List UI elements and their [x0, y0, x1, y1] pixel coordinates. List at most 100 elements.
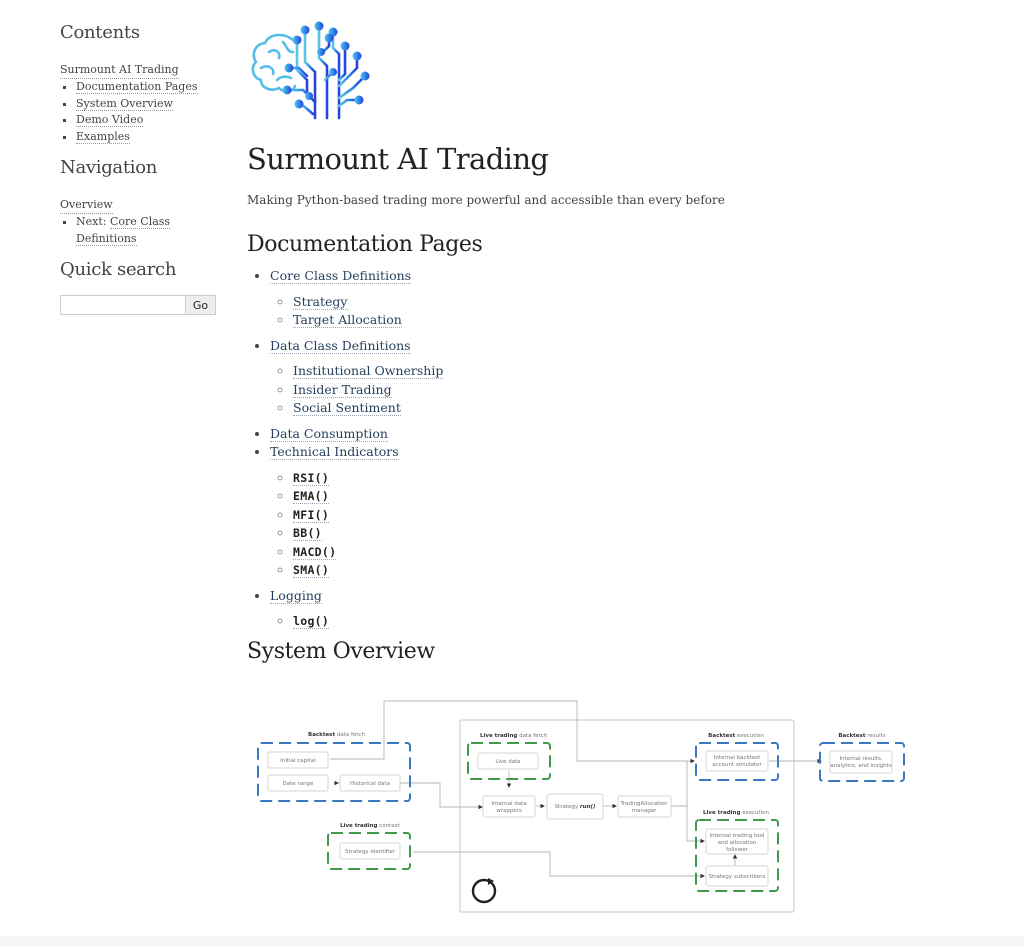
group-label-live-context: Live trading context	[340, 823, 401, 829]
doc-link-ema[interactable]: EMA()	[293, 488, 330, 504]
contents-item: Demo Video	[76, 112, 220, 129]
svg-text:Strategy subscribers: Strategy subscribers	[709, 874, 766, 880]
contents-link-demo-video[interactable]: Demo Video	[76, 113, 144, 127]
doc-item: Logging log()	[270, 587, 947, 631]
node-strategy-subscribers	[705, 865, 769, 887]
doc-item: Data Class Definitions Institutional Own…	[270, 337, 947, 418]
doc-link-core-class-definitions[interactable]: Core Class Definitions	[270, 268, 412, 284]
sidebar: Contents Surmount AI Trading Documentati…	[60, 20, 220, 315]
doc-link-log[interactable]: log()	[293, 613, 330, 629]
doc-subitem: Strategy	[293, 293, 947, 312]
quick-search-heading: Quick search	[60, 259, 177, 280]
documentation-heading: Documentation Pages	[247, 232, 483, 257]
navigation-item-next: Next: Core Class Definitions	[76, 214, 220, 247]
doc-subitem: Insider Trading	[293, 381, 947, 400]
doc-subitem: MACD()	[293, 543, 947, 562]
doc-link-institutional-ownership[interactable]: Institutional Ownership	[293, 363, 444, 379]
doc-link-sma[interactable]: SMA()	[293, 562, 330, 578]
contents-link-home[interactable]: Surmount AI Trading	[60, 62, 179, 79]
contents-item: System Overview	[76, 96, 220, 113]
svg-text:Internal trading tool: Internal trading tool	[710, 833, 765, 839]
doc-link-macd[interactable]: MACD()	[293, 543, 337, 560]
node-internal-data-wrappers	[482, 795, 536, 818]
doc-link-data-class-definitions[interactable]: Data Class Definitions	[270, 337, 411, 354]
documentation-list: Core Class Definitions Strategy Target A…	[247, 267, 947, 631]
navigation-link-overview[interactable]: Overview	[60, 197, 113, 214]
code-label: BB()	[293, 526, 322, 540]
node-trading-tool-follower	[705, 828, 769, 855]
doc-subitem: BB()	[293, 524, 947, 543]
doc-subitem: Social Sentiment	[293, 399, 947, 418]
doc-link-technical-indicators[interactable]: Technical Indicators	[270, 444, 399, 460]
doc-subitem: SMA()	[293, 561, 947, 580]
search-input[interactable]	[60, 295, 185, 315]
node-historical-data	[339, 774, 401, 792]
page-title: Surmount AI Trading	[247, 142, 549, 176]
doc-link-data-consumption[interactable]: Data Consumption	[270, 425, 388, 442]
doc-link-strategy[interactable]: Strategy	[293, 293, 348, 310]
contents-link-examples[interactable]: Examples	[76, 129, 130, 144]
group-label-live-exec: Live trading execution	[703, 810, 769, 816]
group-label-backtest-exec: Backtest execution	[708, 733, 764, 739]
doc-link-bb[interactable]: BB()	[293, 525, 322, 541]
doc-sublist: RSI() EMA() MFI() BB() MACD() SMA()	[270, 469, 947, 580]
svg-text:Strategy run(): Strategy run()	[555, 804, 596, 810]
contents-heading: Contents	[60, 22, 140, 43]
doc-sublist: Institutional Ownership Insider Trading …	[270, 362, 947, 418]
contents-item: Examples	[76, 129, 220, 146]
search-form: Go	[60, 295, 220, 315]
doc-item: Technical Indicators RSI() EMA() MFI() B…	[270, 443, 947, 580]
code-label: SMA()	[293, 563, 330, 577]
code-label: MFI()	[293, 507, 330, 522]
contents-link-documentation-pages[interactable]: Documentation Pages	[76, 80, 198, 94]
loop-icon	[471, 878, 497, 904]
node-trading-allocation-manager	[617, 795, 672, 818]
group-label-backtest-results: Backtest results	[838, 733, 885, 739]
node-initial-capital	[267, 751, 329, 769]
doc-subitem: MFI()	[293, 506, 947, 525]
node-strategy-identifier	[339, 842, 401, 860]
backtest-fetch-group	[257, 742, 411, 802]
doc-link-logging[interactable]: Logging	[270, 587, 322, 604]
doc-link-mfi[interactable]: MFI()	[293, 506, 330, 523]
live-exec-group	[695, 819, 779, 892]
system-overview-diagram: Backtest data fetch Initial capital Date…	[250, 695, 920, 920]
doc-link-social-sentiment[interactable]: Social Sentiment	[293, 400, 401, 416]
live-context-group	[327, 832, 411, 870]
doc-item: Core Class Definitions Strategy Target A…	[270, 267, 947, 330]
contents-link-system-overview[interactable]: System Overview	[76, 96, 173, 111]
doc-item: Data Consumption	[270, 425, 947, 444]
doc-sublist: log()	[270, 612, 947, 631]
tagline: Making Python-based trading more powerfu…	[247, 193, 725, 207]
contents-list: Documentation Pages System Overview Demo…	[60, 79, 220, 145]
doc-link-insider-trading[interactable]: Insider Trading	[293, 381, 392, 398]
doc-subitem: EMA()	[293, 487, 947, 506]
svg-text:follower: follower	[726, 847, 749, 853]
node-live-data	[477, 752, 539, 770]
node-backtest-simulator	[705, 750, 769, 772]
code-label: EMA()	[293, 489, 330, 503]
svg-text:and allocation: and allocation	[718, 840, 757, 846]
svg-text:TradingAllocation: TradingAllocation	[619, 801, 668, 807]
contents-item: Documentation Pages	[76, 79, 220, 96]
search-go-button[interactable]: Go	[185, 295, 216, 315]
navigation-list: Next: Core Class Definitions	[60, 214, 220, 247]
doc-subitem: Institutional Ownership	[293, 362, 947, 381]
code-label: log()	[293, 614, 330, 628]
node-date-range	[267, 774, 329, 792]
doc-link-target-allocation[interactable]: Target Allocation	[293, 312, 402, 328]
svg-text:Initial capital: Initial capital	[280, 758, 316, 764]
backtest-exec-group	[695, 742, 779, 781]
doc-sublist: Strategy Target Allocation	[270, 293, 947, 330]
doc-subitem: log()	[293, 612, 947, 631]
doc-subitem: RSI()	[293, 469, 947, 488]
svg-text:Live data: Live data	[495, 759, 520, 765]
system-overview-heading: System Overview	[247, 638, 435, 664]
doc-subitem: Target Allocation	[293, 311, 947, 330]
svg-text:analytics, and insights: analytics, and insights	[830, 763, 892, 769]
navigation-link-next[interactable]: Core Class Definitions	[76, 215, 171, 246]
doc-link-rsi[interactable]: RSI()	[293, 469, 330, 486]
svg-text:account simulator: account simulator	[712, 762, 762, 768]
page-footer-band	[0, 936, 1024, 946]
main-content: Surmount AI Trading Making Python-based …	[247, 18, 947, 674]
